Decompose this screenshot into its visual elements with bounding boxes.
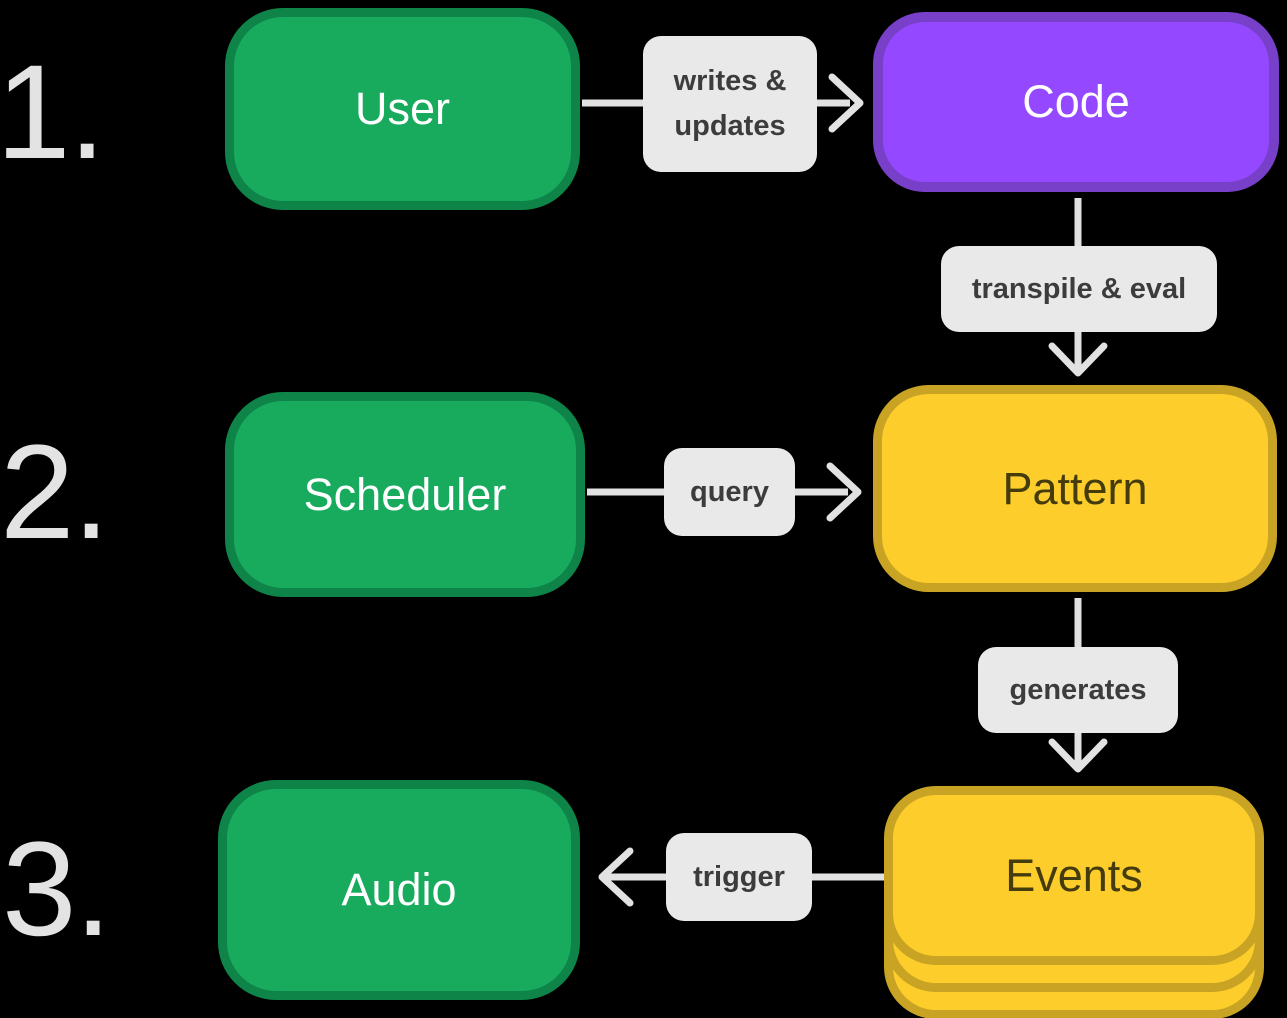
edge-label-query: query [664,448,795,536]
edge-label-writes-updates-line2: updates [674,110,786,142]
node-audio: Audio [218,780,580,1000]
step-number-2: 2. [0,418,110,567]
node-events: Events [884,786,1264,965]
edge-label-trigger-text: trigger [693,860,785,893]
node-user-label: User [354,83,450,134]
edge-label-trigger: trigger [666,833,812,921]
node-code-label: Code [1022,76,1130,127]
node-code: Code [873,12,1279,192]
edge-label-writes-updates-line1: writes & [673,65,787,98]
edge-label-generates-text: generates [1009,673,1147,706]
edge-label-writes-updates: writes & updates [643,36,817,172]
step-number-3: 3. [2,815,112,964]
node-audio-label: Audio [341,864,457,915]
node-user: User [225,8,580,210]
edge-label-transpile-eval-text: transpile & eval [971,272,1187,305]
node-events-label: Events [1005,849,1143,901]
edge-label-query-text: query [690,475,769,508]
node-scheduler: Scheduler [225,392,585,597]
node-scheduler-label: Scheduler [303,468,507,520]
edge-label-generates: generates [978,647,1178,733]
node-pattern: Pattern [873,385,1277,592]
step-number-1: 1. [0,38,106,187]
edge-label-transpile-eval: transpile & eval [941,246,1217,332]
node-pattern-label: Pattern [1002,462,1148,514]
